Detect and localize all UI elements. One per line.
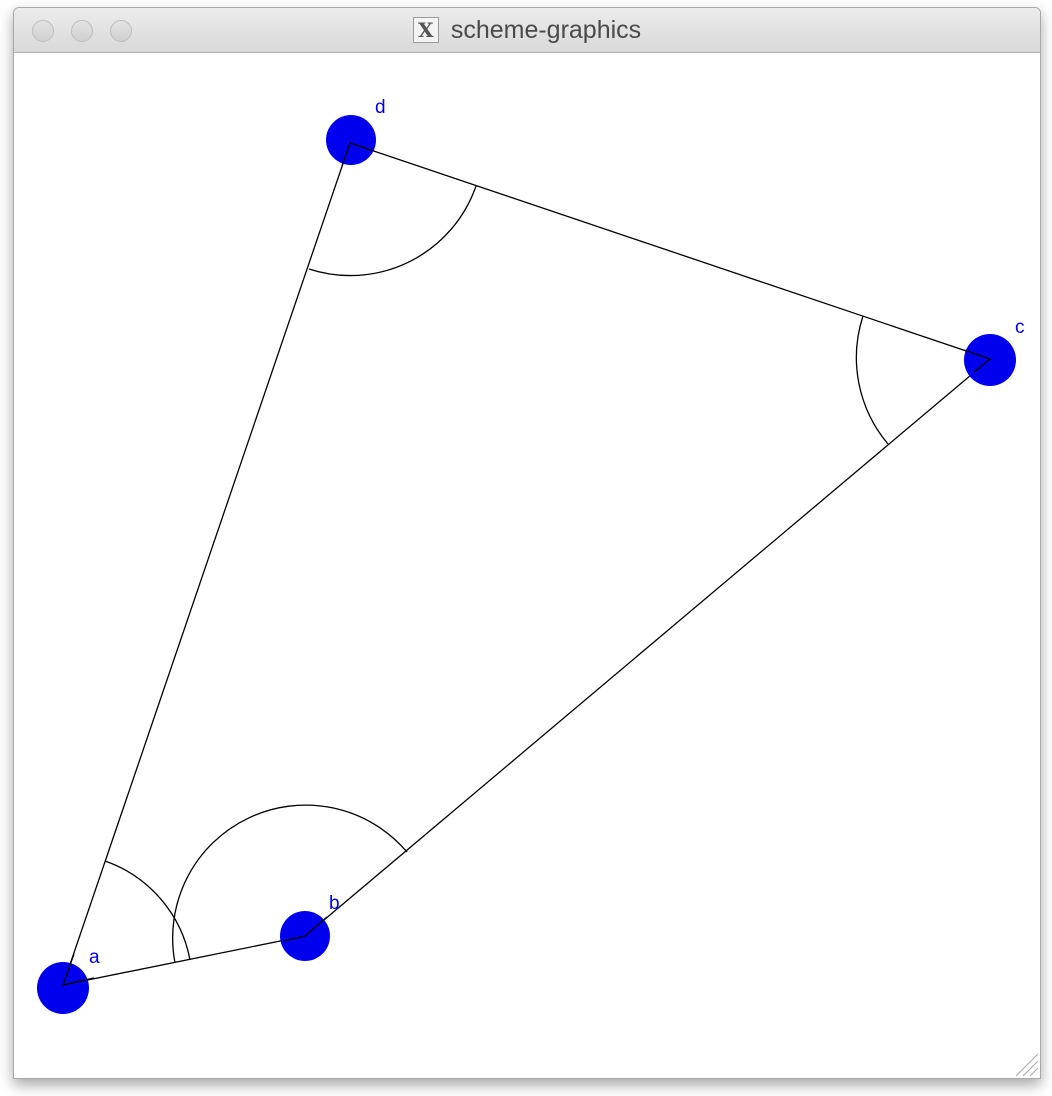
point-marker[interactable] [964,334,1016,386]
window-title-group: X scheme-graphics [14,8,1040,52]
resize-grip-icon[interactable] [1010,1048,1040,1078]
scheme-graphics-window: X scheme-graphics a [13,7,1041,1079]
angle-arc-c [855,315,889,445]
vertex-a[interactable]: a [37,947,100,1014]
point-label-a: a [89,947,100,968]
angle-arcs [104,185,889,964]
vertex-d[interactable]: d [326,97,386,165]
angle-arc-a [104,860,191,961]
point-marker[interactable] [37,962,89,1014]
point-label-d: d [375,97,386,118]
edge-a-b [62,935,306,986]
angle-arc-d [308,185,477,277]
zoom-window-button[interactable] [110,20,132,42]
edge-d-a [62,142,351,986]
minimize-window-button[interactable] [71,20,93,42]
corner-mark-a [61,953,95,986]
angle-arc-b [172,804,408,964]
corner-mark-c [963,349,992,373]
graphics-canvas[interactable]: a b c d [14,53,1040,1078]
point-label-b: b [329,893,340,914]
point-marker[interactable] [326,115,376,165]
corner-mark-b [282,916,328,942]
window-title: scheme-graphics [450,15,642,44]
vertex-c[interactable]: c [964,317,1025,386]
edge-c-d [349,142,991,360]
close-window-button[interactable] [32,20,54,42]
vertex-b[interactable]: b [280,893,340,961]
edge-b-c [304,358,991,937]
drawing-surface: a b c d [37,97,1025,1014]
polygon-edges [62,142,991,986]
corner-mark-d [341,142,375,167]
vertex-corner-marks [61,142,992,986]
point-label-c: c [1015,317,1025,338]
title-bar[interactable]: X scheme-graphics [14,8,1040,53]
x11-icon: X [412,17,439,43]
